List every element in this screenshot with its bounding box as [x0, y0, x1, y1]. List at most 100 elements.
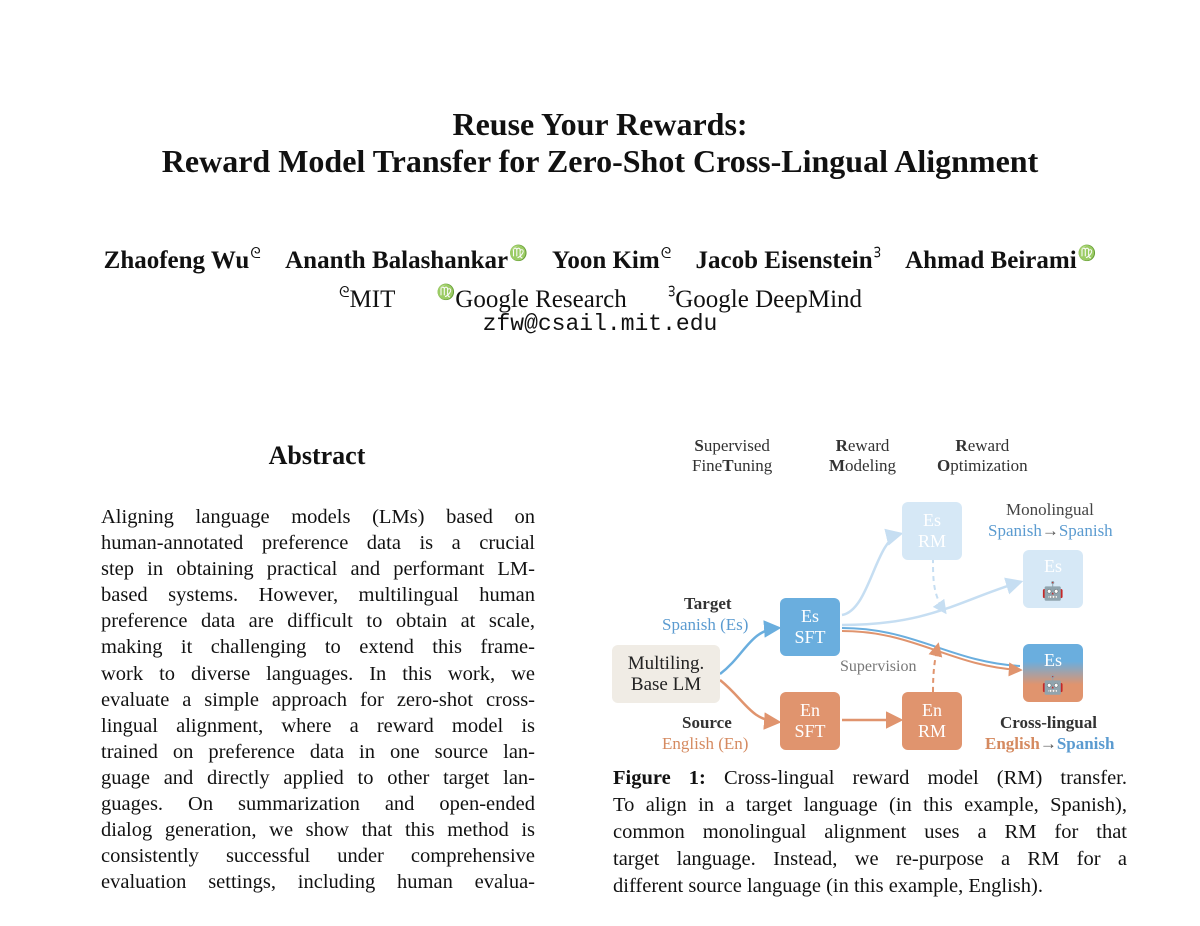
- abstract-line: Aligning language models (LMs) based on: [101, 506, 535, 528]
- stage-text: Fine: [692, 456, 723, 475]
- en-sft-box: En SFT: [780, 692, 840, 750]
- box-label: Es: [801, 606, 819, 626]
- figure-1: Supervised FineTuning Reward Modeling Re…: [600, 430, 1140, 760]
- target-label: Target: [684, 594, 732, 613]
- author-email: zfw@csail.mit.edu: [482, 311, 718, 337]
- stage-text: upervised: [703, 436, 770, 455]
- stage-text: ptimization: [950, 456, 1028, 475]
- affiliation-mark: ᘓ: [338, 285, 350, 301]
- caption-line: Figure 1: Cross-lingual reward model (RM…: [613, 765, 1127, 792]
- box-label: SFT: [794, 627, 826, 647]
- author: Jacob Eisensteinᢃ: [695, 246, 881, 274]
- box-label: En: [800, 700, 820, 720]
- stage-initial: R: [955, 436, 968, 455]
- stage-initial: M: [829, 456, 846, 475]
- stage-header-ro: Reward Optimization: [937, 436, 1028, 476]
- affiliation-name: Google Research: [455, 286, 627, 313]
- source-label: Source: [682, 713, 732, 732]
- caption-text: Cross-lingual reward model (RM) transfer…: [723, 767, 1128, 789]
- abstract-line: guage and directly applied to other targ…: [101, 766, 535, 789]
- affiliation: ᢃGoogle DeepMind: [667, 285, 862, 313]
- robot-icon: 🤖: [1041, 675, 1065, 695]
- caption-label: Figure 1:: [613, 767, 706, 789]
- lang-from: English: [985, 734, 1040, 753]
- cross-lingual-label: Cross-lingual: [1000, 713, 1097, 732]
- stage-text: odeling: [845, 456, 897, 475]
- es-rm-box: Es RM: [902, 502, 962, 560]
- affiliation-mark: ♍: [436, 285, 456, 301]
- stage-text: eward: [847, 436, 890, 455]
- box-label: SFT: [794, 721, 826, 741]
- abstract-line: dialog generation, we show that this met…: [101, 819, 535, 842]
- abstract-body: Aligning language models (LMs) based on h…: [101, 504, 535, 895]
- abstract-line: step in obtaining practical and performa…: [101, 558, 535, 581]
- cross-lingual-direction: English→Spanish: [985, 734, 1114, 754]
- abstract-line: consistently successful under comprehens…: [101, 845, 535, 868]
- abstract-line: lingual alignment, where a reward model …: [101, 714, 535, 737]
- abstract-line: evaluation settings, including human eva…: [101, 871, 535, 894]
- stage-header-rm: Reward Modeling: [829, 436, 896, 476]
- box-label: Es: [923, 510, 941, 530]
- lang-to: Spanish: [1058, 521, 1113, 540]
- figure-arrows: [719, 528, 1024, 730]
- source-language: English (En): [662, 734, 749, 753]
- stage-initial: S: [694, 436, 704, 455]
- stage-initial: R: [835, 436, 848, 455]
- author-list: Zhaofeng Wuᘓ Ananth Balashankar♍ Yoon Ki…: [0, 237, 1200, 275]
- affiliation-mark: ♍: [1077, 246, 1097, 262]
- stage-header-sft: Supervised FineTuning: [692, 436, 772, 476]
- abstract-line: guages. On summarization and open-ended: [101, 793, 535, 816]
- box-label: RM: [917, 721, 946, 741]
- abstract-line: making it challenging to extend this fra…: [101, 636, 535, 659]
- abstract-line: human-annotated preference data is a cru…: [101, 532, 535, 555]
- author: Yoon Kimᘓ: [552, 246, 672, 274]
- box-label: Base LM: [630, 674, 702, 695]
- es-sft-box: Es SFT: [780, 598, 840, 656]
- box-label: Es: [1044, 556, 1062, 576]
- lang-from: Spanish: [988, 521, 1042, 540]
- abstract-line: preference data are difficult to obtain …: [101, 610, 535, 633]
- author: Zhaofeng Wuᘓ: [103, 246, 261, 274]
- affiliation-mark: ᢃ: [873, 246, 881, 262]
- lang-to: Spanish: [1056, 734, 1115, 753]
- author-name: Ananth Balashankar: [285, 247, 509, 274]
- box-label: Multiling.: [627, 653, 705, 674]
- direction-arrow: →: [1041, 521, 1059, 540]
- stage-text: uning: [733, 456, 773, 475]
- author-name: Jacob Eisenstein: [695, 247, 873, 274]
- base-lm-box: Multiling. Base LM: [612, 645, 720, 703]
- es-mono-policy-box: Es 🤖: [1023, 550, 1083, 608]
- stage-initial: T: [722, 456, 734, 475]
- caption-line: different source language (in this examp…: [613, 875, 1043, 897]
- author-name: Zhaofeng Wu: [103, 247, 250, 274]
- monolingual-label: Monolingual: [1006, 500, 1094, 519]
- affiliation-mark: ♍: [509, 246, 528, 262]
- arrow-base-to-es-sft: [719, 620, 782, 675]
- es-cross-policy-box: Es 🤖: [1023, 644, 1083, 702]
- target-language: Spanish (Es): [662, 615, 749, 634]
- arrow-en-rm-supervision: [928, 642, 943, 693]
- affiliation-name: MIT: [349, 286, 396, 313]
- paper-title-line2: Reward Model Transfer for Zero-Shot Cros…: [161, 143, 1039, 179]
- stage-text: eward: [967, 436, 1010, 455]
- direction-arrow: →: [1039, 734, 1057, 753]
- affiliation: ᘓMIT: [338, 285, 396, 313]
- arrow-es-sft-to-es-rm: [841, 528, 904, 617]
- supervision-label: Supervision: [840, 658, 917, 675]
- caption-line: To align in a target language (in this e…: [613, 794, 1127, 816]
- author: Ananth Balashankar♍: [285, 246, 528, 274]
- caption-line: common monolingual alignment uses a RM f…: [613, 821, 1127, 843]
- affiliation-list: ᘓMIT ♍Google Research ᢃGoogle DeepMind: [0, 276, 1200, 314]
- author: Ahmad Beirami♍: [905, 246, 1097, 274]
- box-label: En: [922, 700, 942, 720]
- box-label: RM: [917, 531, 946, 551]
- affiliation-mark: ᘓ: [660, 246, 672, 262]
- en-rm-box: En RM: [902, 692, 962, 750]
- monolingual-direction: Spanish→Spanish: [988, 521, 1113, 541]
- abstract-line: evaluate a simple approach for zero-shot…: [101, 688, 535, 711]
- stage-initial: O: [937, 456, 951, 475]
- figure-caption: Figure 1: Cross-lingual reward model (RM…: [613, 765, 1127, 900]
- abstract-line: based systems. However, multilingual hum…: [101, 584, 535, 607]
- abstract-heading: Abstract: [268, 441, 366, 470]
- box-label: Es: [1044, 650, 1062, 670]
